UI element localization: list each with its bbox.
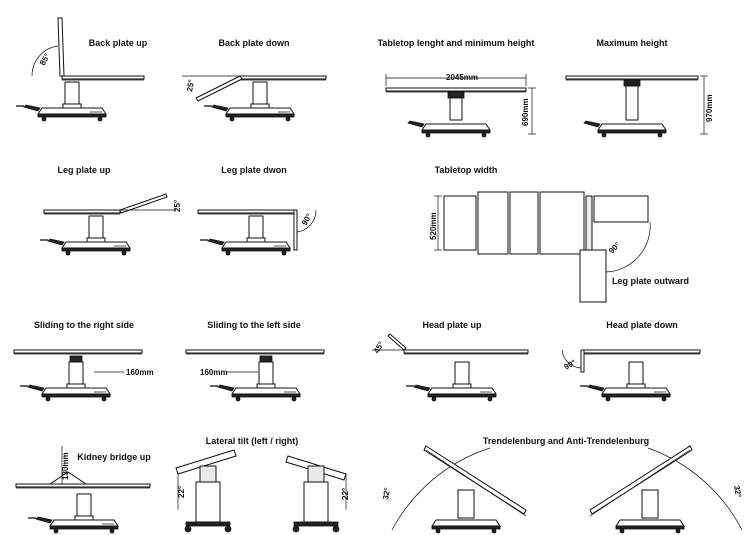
- angle-leg-up: 25°: [173, 200, 182, 212]
- panel-tabletop-length: Tabletop lenght and minimum height 2045m…: [378, 38, 536, 138]
- caption-tabletop-width: Tabletop width: [435, 165, 498, 175]
- panel-lateral-tilt: Lateral tilt (left / right) 22° 22°: [175, 436, 350, 533]
- caption-maximum-height: Maximum height: [596, 38, 667, 48]
- panel-trendelenburg: Trendelenburg and Anti-Trendelenburg 32°…: [381, 436, 743, 534]
- panel-kidney-bridge: Kidney bridge up 130mm: [15, 446, 151, 534]
- dim-max-height: 970mm: [705, 94, 714, 122]
- caption-leg-outward: Leg plate outward: [612, 276, 689, 286]
- angle-back-down: 25°: [185, 79, 196, 92]
- angle-lateral-right: 22°: [341, 488, 350, 500]
- angle-trend-right: 32°: [732, 485, 743, 498]
- dim-length: 2045mm: [446, 73, 478, 82]
- angle-back-up: 85°: [38, 52, 52, 67]
- dim-min-height: 690mm: [521, 98, 530, 126]
- angle-head-up: 45°: [372, 340, 386, 355]
- angle-lateral-left: 22°: [177, 486, 186, 498]
- caption-kidney-bridge: Kidney bridge up: [77, 452, 151, 462]
- dim-width: 520mm: [429, 212, 438, 240]
- caption-tabletop-length: Tabletop lenght and minimum height: [378, 38, 535, 48]
- caption-back-plate-down: Back plate down: [218, 38, 289, 48]
- angle-trend-left: 32°: [381, 487, 392, 500]
- panel-tabletop-width: Tabletop width 520mm 90° Leg plate outwa…: [429, 165, 689, 303]
- angle-leg-down: 90°: [300, 212, 314, 227]
- panel-head-plate-up: Head plate up 45°: [372, 320, 529, 402]
- angle-leg-outward: 90°: [607, 240, 622, 255]
- angle-head-down: 90°: [563, 358, 578, 372]
- panel-head-plate-down: Head plate down 90°: [561, 320, 701, 402]
- dim-kidney-height: 130mm: [61, 452, 70, 480]
- dim-slide-right: 160mm: [126, 368, 154, 377]
- panel-sliding-right: Sliding to the right side 160mm: [13, 320, 154, 402]
- caption-leg-plate-up: Leg plate up: [57, 165, 111, 175]
- caption-lateral-tilt: Lateral tilt (left / right): [206, 436, 299, 446]
- caption-back-plate-up: Back plate up: [89, 38, 148, 48]
- panel-leg-plate-up: Leg plate up 25°: [39, 165, 182, 256]
- panel-back-plate-down: Back plate down 25°: [182, 38, 327, 122]
- panel-back-plate-up: Back plate up 85°: [15, 17, 148, 122]
- panel-sliding-left: Sliding to the left side 160mm: [185, 320, 325, 402]
- caption-head-plate-down: Head plate down: [606, 320, 678, 330]
- caption-sliding-left: Sliding to the left side: [207, 320, 301, 330]
- caption-head-plate-up: Head plate up: [422, 320, 482, 330]
- panel-maximum-height: Maximum height 970mm: [565, 38, 714, 138]
- caption-trendelenburg: Trendelenburg and Anti-Trendelenburg: [483, 436, 649, 446]
- dim-slide-left: 160mm: [200, 368, 228, 377]
- panel-leg-plate-down: Leg plate dwon 90°: [197, 165, 317, 256]
- caption-leg-plate-down: Leg plate dwon: [221, 165, 287, 175]
- caption-sliding-right: Sliding to the right side: [34, 320, 134, 330]
